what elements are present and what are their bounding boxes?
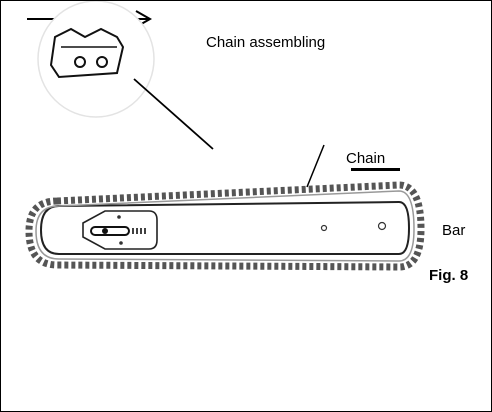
chain-leader-line bbox=[306, 144, 325, 188]
chain-label: Chain bbox=[346, 150, 386, 167]
bar-hole bbox=[320, 224, 328, 232]
chainsaw-bar bbox=[39, 200, 411, 255]
diagram-title: Chain assembling bbox=[206, 34, 326, 51]
detail-leader-line bbox=[133, 78, 214, 150]
chain-link-detail bbox=[37, 1, 155, 118]
bar-mount-slot bbox=[82, 210, 158, 250]
chain-label-underline bbox=[351, 168, 400, 171]
bar-hole bbox=[377, 221, 387, 231]
bar-label: Bar bbox=[442, 222, 466, 239]
figure-number: Fig. 8 bbox=[429, 267, 469, 284]
saw-chain bbox=[25, 181, 425, 271]
